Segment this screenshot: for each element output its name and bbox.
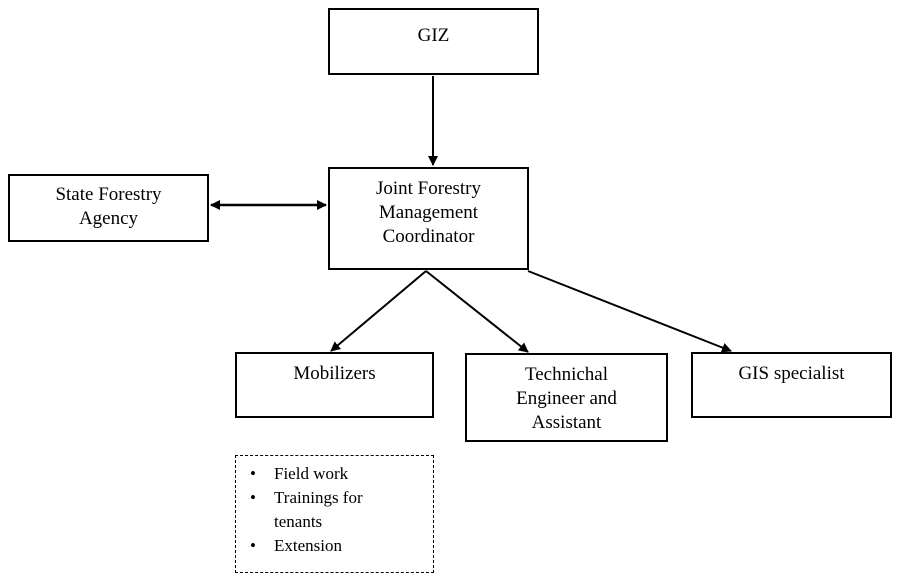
task-item-trainings: • Trainings for tenants <box>250 486 427 534</box>
bullet-icon: • <box>250 536 256 555</box>
arrow-coordinator-to-mobilizers <box>330 270 427 352</box>
task-item-label-line-2: tenants <box>274 512 323 531</box>
task-item-extension: • Extension <box>250 534 427 558</box>
box-giz: GIZ <box>328 8 539 75</box>
task-item-label: Field work <box>274 464 349 483</box>
bullet-icon: • <box>250 488 256 507</box>
box-gis-specialist: GIS specialist <box>691 352 892 418</box>
arrow-coordinator-to-gis <box>527 270 732 353</box>
box-mobilizers: Mobilizers <box>235 352 434 418</box>
box-coordinator-line-2: Management <box>378 202 479 223</box>
arrow-coordinator-to-engineer <box>425 270 529 353</box>
task-item-label: Extension <box>274 536 342 555</box>
box-engineer-line-2: Engineer and <box>516 388 617 409</box>
bullet-icon: • <box>250 464 256 483</box>
box-gis-specialist-label: GIS specialist <box>738 363 845 384</box>
task-item-label-line-1: Trainings for <box>274 488 363 507</box>
box-mobilizers-label: Mobilizers <box>293 363 376 384</box>
box-coordinator-line-1: Joint Forestry <box>375 178 482 199</box>
box-giz-label: GIZ <box>417 25 450 46</box>
box-technical-engineer-and-assistant: Technichal Engineer and Assistant <box>465 353 668 442</box>
task-item-field-work: • Field work <box>250 462 427 486</box>
box-state-forestry-agency: State Forestry Agency <box>8 174 209 242</box>
mobilizer-tasks-list: • Field work • Trainings for tenants • E… <box>250 462 427 558</box>
mobilizer-tasks-box: • Field work • Trainings for tenants • E… <box>235 455 434 573</box>
box-state-forestry-agency-line-2: Agency <box>78 208 139 229</box>
box-engineer-line-1: Technichal <box>524 364 609 385</box>
box-coordinator-line-3: Coordinator <box>382 226 475 247</box>
box-joint-forestry-management-coordinator: Joint Forestry Management Coordinator <box>328 167 529 270</box>
box-state-forestry-agency-line-1: State Forestry <box>55 184 162 205</box>
box-engineer-line-3: Assistant <box>531 412 602 433</box>
